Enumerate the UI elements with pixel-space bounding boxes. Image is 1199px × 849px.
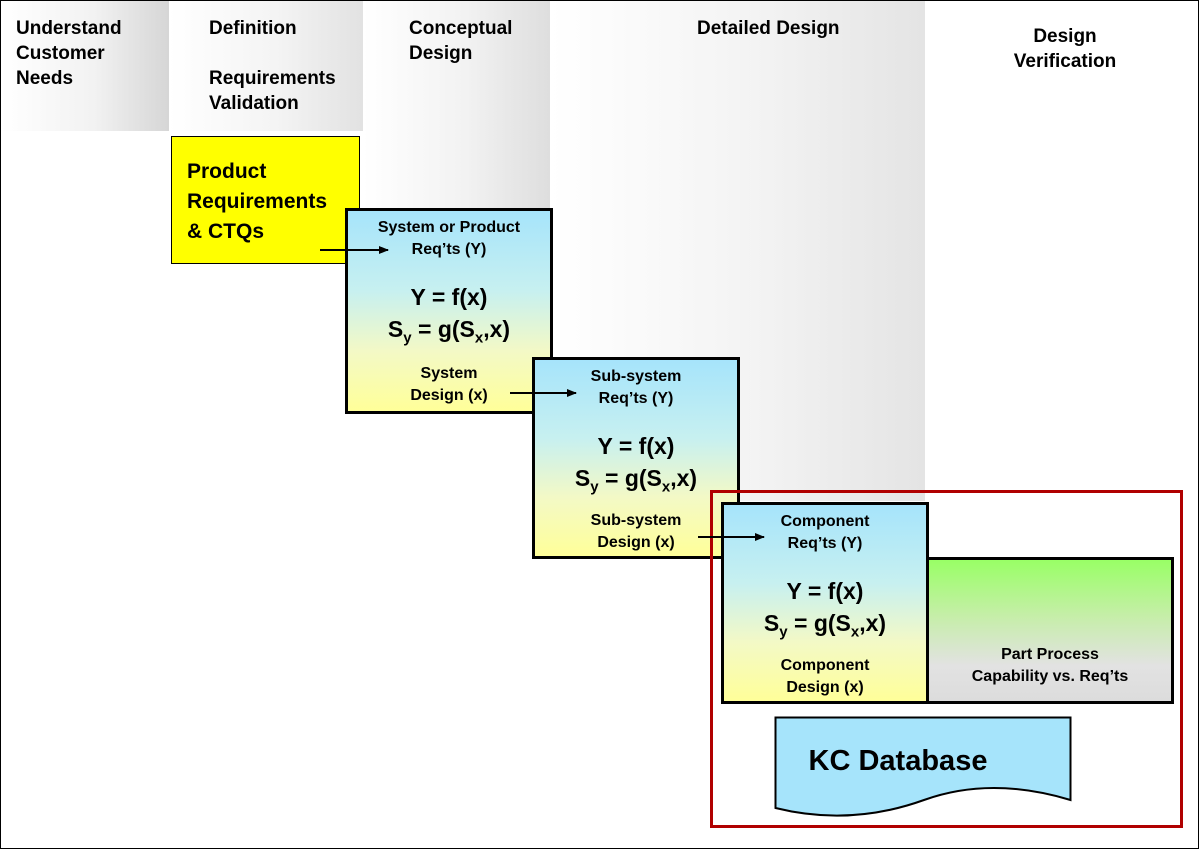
system-design-label: System Design (x)	[410, 365, 488, 404]
subsystem-eq-y: Y = f(x)	[597, 433, 675, 459]
system-box: System or Product Req’ts (Y) Y = f(x) Sy…	[345, 208, 553, 414]
phase-band-definition	[169, 1, 363, 131]
system-eq-sy: Sy = g(Sx,x)	[387, 316, 511, 347]
component-eq-sy: Sy = g(Sx,x)	[763, 610, 887, 641]
product-requirements-label: Product Requirements & CTQs	[187, 160, 328, 243]
component-design-label: Component Design (x)	[780, 657, 870, 696]
kc-database-label: KC Database	[808, 745, 988, 777]
subsystem-req-label: Sub-system Req’ts (Y)	[590, 368, 682, 407]
product-requirements-box: Product Requirements & CTQs	[171, 136, 360, 264]
phase-band-conceptual	[363, 1, 550, 216]
phase-conceptual-label: Conceptual Design	[409, 18, 513, 64]
component-eq-y: Y = f(x)	[786, 578, 864, 604]
phase-validation-label: Requirements Validation	[209, 68, 336, 114]
phase-definition-label: Definition	[209, 18, 297, 39]
system-eq-y: Y = f(x)	[410, 284, 488, 310]
phase-band-understand	[1, 1, 169, 131]
system-req-label: System or Product Req’ts (Y)	[377, 219, 521, 258]
part-process-box: Part Process Capability vs. Req’ts	[926, 557, 1174, 704]
kc-boundary	[710, 490, 1183, 828]
phase-detailed-label: Detailed Design	[697, 18, 840, 39]
component-req-label: Component Req’ts (Y)	[780, 513, 870, 552]
part-process-label: Part Process Capability vs. Req’ts	[971, 646, 1129, 685]
phase-understand-label: Understand Customer Needs	[16, 18, 122, 89]
kc-database-shape	[774, 716, 1072, 817]
component-box: Component Req’ts (Y) Y = f(x) Sy = g(Sx,…	[721, 502, 929, 704]
phase-verification-label: Design Verification	[1013, 26, 1117, 72]
subsystem-design-label: Sub-system Design (x)	[590, 512, 682, 551]
subsystem-eq-sy: Sy = g(Sx,x)	[574, 465, 698, 496]
subsystem-box: Sub-system Req’ts (Y) Y = f(x) Sy = g(Sx…	[532, 357, 740, 559]
